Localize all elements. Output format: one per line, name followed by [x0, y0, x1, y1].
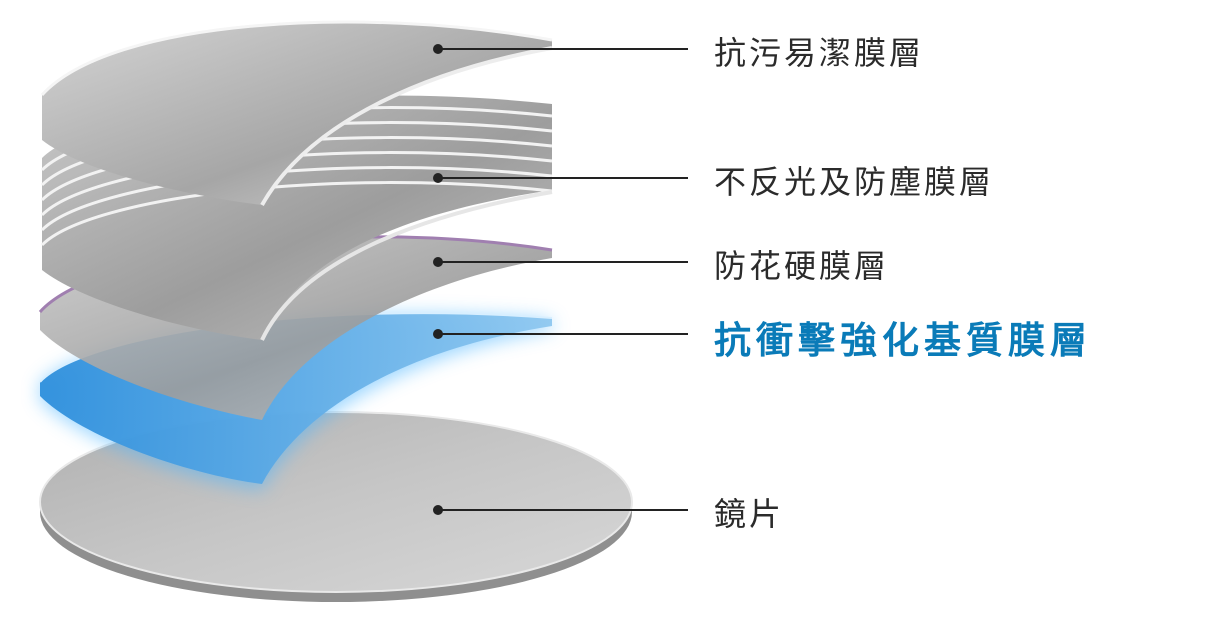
- label-impact-resistant: 抗衝擊強化基質膜層: [714, 310, 1092, 364]
- label-hard-coat: 防花硬膜層: [714, 241, 889, 287]
- label-anti-reflection: 不反光及防塵膜層: [714, 157, 994, 203]
- label-lens: 鏡片: [714, 489, 784, 535]
- label-anti-smudge: 抗污易潔膜層: [714, 28, 924, 74]
